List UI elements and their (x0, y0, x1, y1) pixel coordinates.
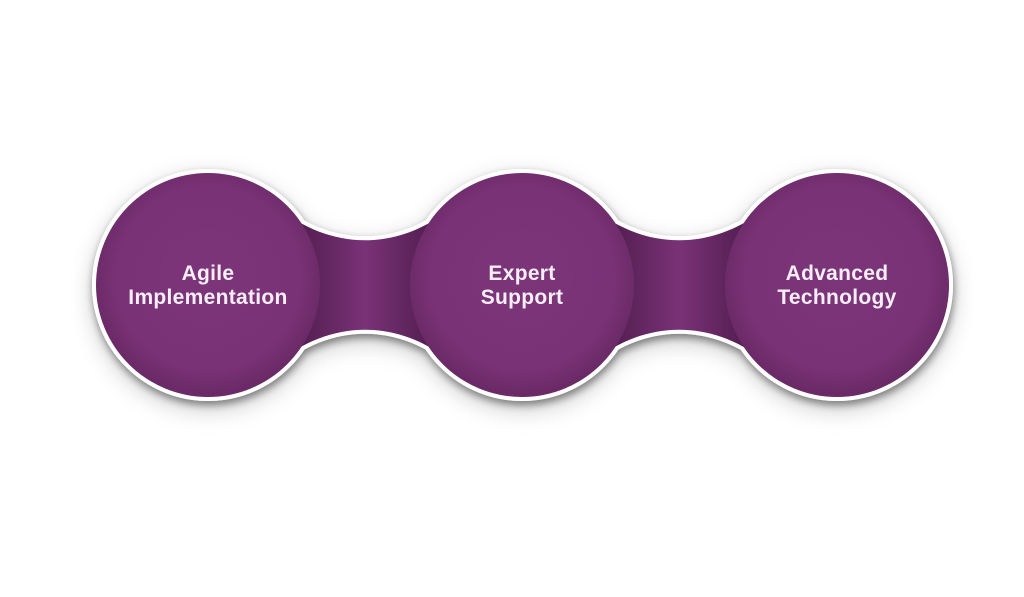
connector-2-3 (589, 205, 770, 365)
node-2-circle (410, 173, 634, 397)
node-3-circle (725, 173, 949, 397)
diagram-fills (96, 173, 949, 397)
connector-1-2 (275, 205, 455, 365)
node-1-circle (96, 173, 320, 397)
